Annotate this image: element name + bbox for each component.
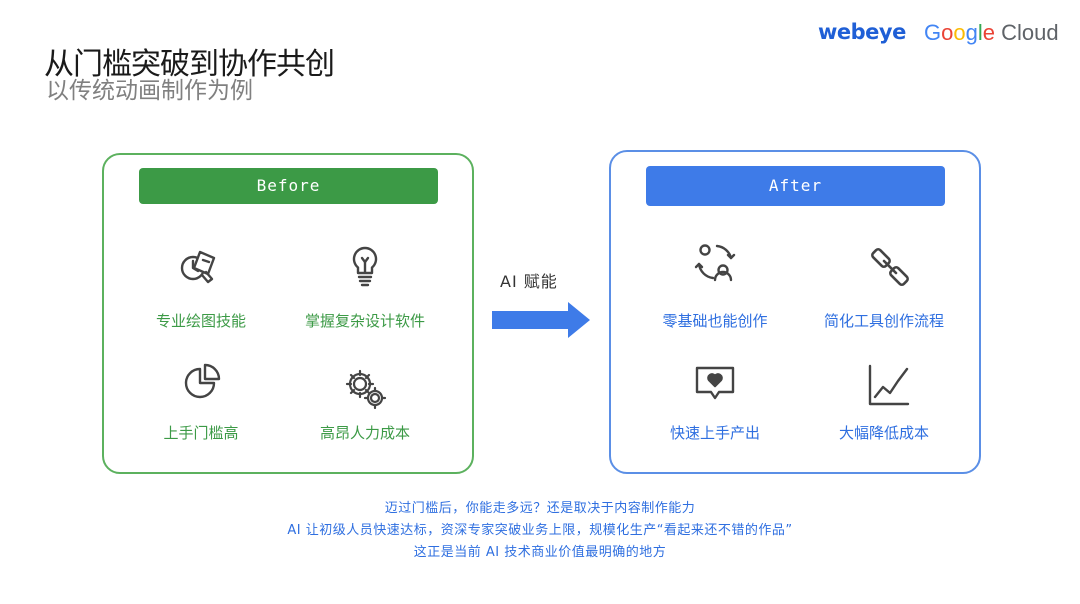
drawing-tools-icon [176, 244, 220, 288]
google-letter: o [953, 20, 966, 45]
webeye-logo: webeye [818, 20, 906, 44]
ai-empower-label: AI 赋能 [500, 272, 558, 291]
page-subtitle: 以传统动画制作为例 [46, 78, 253, 104]
after-item-label: 零基础也能创作 [662, 312, 768, 330]
google-letter: g [965, 20, 978, 45]
before-header: Before [139, 168, 438, 204]
google-letter: G [924, 20, 942, 45]
before-item-label: 专业绘图技能 [155, 312, 246, 330]
google-cloud-logo: Google Cloud [924, 20, 1059, 46]
before-panel [102, 153, 474, 474]
heart-message-icon [693, 362, 737, 406]
before-item-label: 掌握复杂设计软件 [304, 312, 425, 330]
after-item-label: 大幅降低成本 [838, 424, 929, 442]
after-item-label: 简化工具创作流程 [823, 312, 944, 330]
pie-chart-icon [180, 360, 224, 404]
people-sync-icon [693, 240, 737, 284]
before-item-label: 上手门槛高 [163, 424, 239, 442]
gears-icon [343, 366, 387, 410]
google-letter: l [977, 20, 983, 45]
caption-line: 迈过门槛后，你能走多远？还是取决于内容制作能力 [384, 501, 696, 516]
google-letter: e [982, 20, 996, 45]
caption-line: 这正是当前 AI 技术商业价值最明确的地方 [413, 545, 667, 560]
google-letter: o [941, 20, 954, 45]
cloud-wordmark: Cloud [1001, 20, 1059, 45]
line-chart-icon [867, 363, 911, 407]
after-item-label: 快速上手产出 [669, 424, 760, 442]
page-title: 从门槛突破到协作共创 [44, 47, 335, 82]
after-header: After [646, 166, 945, 206]
right-arrow-icon [492, 302, 592, 338]
before-item-label: 高昂人力成本 [319, 424, 410, 442]
lightbulb-icon [343, 244, 387, 288]
caption-line: AI 让初级人员快速达标，资深专家突破业务上限，规模化生产“看起来还不错的作品” [287, 523, 793, 538]
chain-link-icon [868, 245, 912, 289]
